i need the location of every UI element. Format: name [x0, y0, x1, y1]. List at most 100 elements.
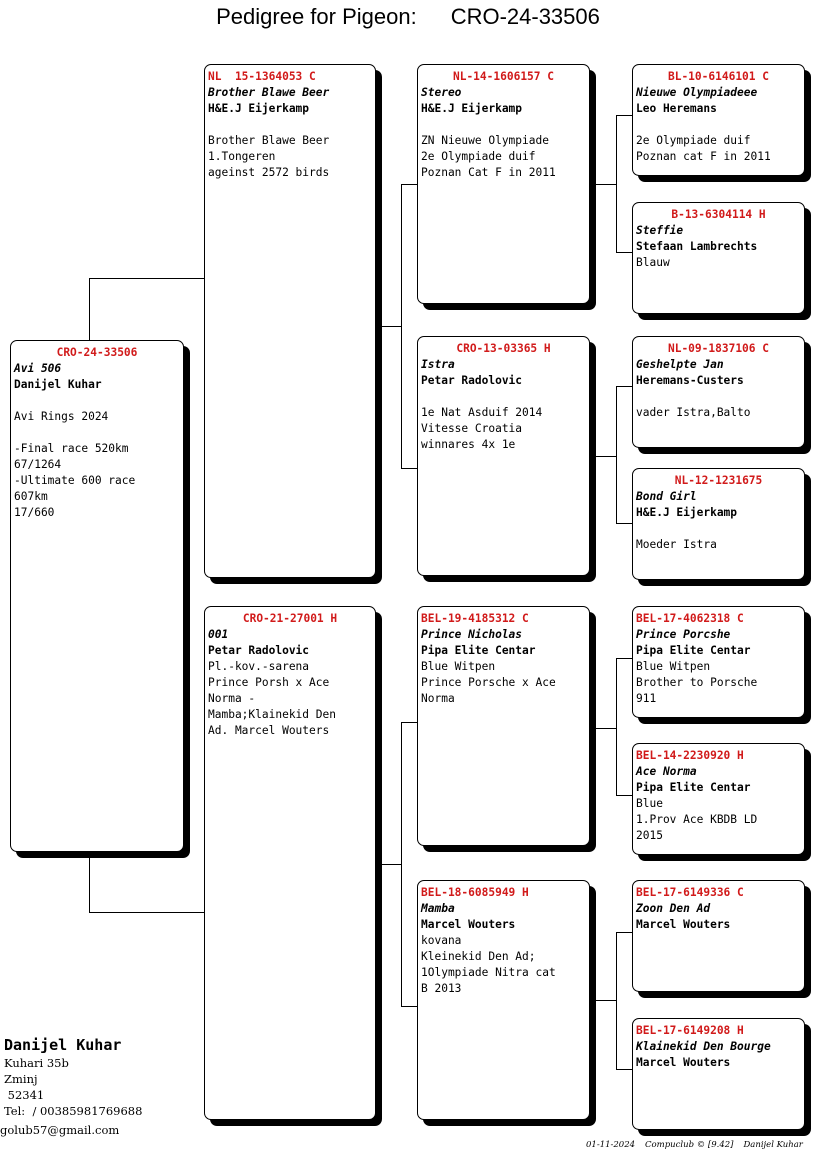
breeder-name: Danijel Kuhar [4, 1036, 122, 1054]
note-line: -Final race 520km [14, 442, 129, 455]
breeder-zip: 52341 [4, 1088, 45, 1102]
ring-number: BL-10-6146101 C [667, 70, 770, 83]
footer-software: Compuclub © [9.42] [645, 1140, 734, 1150]
note-line: Poznan Cat F in 2011 [421, 166, 556, 179]
pigeon-name: Brother Blawe Beer [208, 86, 330, 99]
connector-line [401, 184, 417, 185]
breeder-email[interactable]: golub57@gmail.com [0, 1123, 120, 1137]
note-line: Kleinekid Den Ad; [421, 950, 536, 963]
note-line [208, 117, 372, 133]
note-line: Prince Porsche x Ace [421, 676, 556, 689]
note-line: Brother Blawe Beer [208, 134, 330, 147]
note-line: vader Istra,Balto [636, 406, 751, 419]
note-line: ageinst 2572 birds [208, 166, 330, 179]
owner-name: H&E.J Eijerkamp [636, 506, 738, 519]
pigeon-name: Ace Norma [636, 765, 697, 778]
ring-number: CRO-21-27001 H [242, 612, 338, 625]
ring-number: NL-12-1231675 [674, 474, 763, 487]
ring-number: BEL-17-6149208 H [636, 1024, 744, 1037]
note-line [14, 425, 180, 441]
pigeon-name: Prince Nicholas [421, 628, 523, 641]
connector-line [376, 864, 401, 865]
title-ring: CRO-24-33506 [450, 4, 600, 29]
note-line: Mamba;Klainekid Den [208, 708, 336, 721]
owner-name: Marcel Wouters [636, 918, 731, 931]
ring-number: NL 15-1364053 C [208, 70, 316, 83]
connector-line [616, 523, 632, 524]
ring-number: CRO-13-03365 H [456, 342, 551, 355]
note-line: 1.Tongeren [208, 150, 276, 163]
pigeon-name: Zoon Den Ad [636, 902, 711, 915]
ring-number: BEL-14-2230920 H [636, 749, 744, 762]
note-line: 2e Olympiade duif [636, 134, 751, 147]
note-line [421, 117, 586, 133]
note-line: 2015 [636, 829, 663, 842]
ring-number: CRO-24-33506 [56, 346, 138, 359]
note-line: Avi Rings 2024 [14, 410, 109, 423]
note-line: Poznan cat F in 2011 [636, 150, 771, 163]
pigeon-name: Stereo [421, 86, 462, 99]
pigeon-name: Steffie [636, 224, 684, 237]
footer-author: Danijel Kuhar [743, 1140, 803, 1150]
connector-line [401, 722, 402, 1006]
owner-name: H&E.J Eijerkamp [208, 102, 310, 115]
note-line: 67/1264 [14, 458, 62, 471]
pigeon-name: Istra [421, 358, 455, 371]
connector-line [401, 1006, 417, 1007]
note-line: 607km [14, 490, 48, 503]
owner-name: Pipa Elite Centar [636, 781, 751, 794]
note-line [636, 117, 801, 133]
connector-line [590, 456, 616, 457]
owner-name: Stefaan Lambrechts [636, 240, 758, 253]
connector-line [616, 795, 632, 796]
connector-line [401, 184, 402, 468]
note-line [14, 393, 180, 409]
note-line: kovana [421, 934, 462, 947]
note-line [421, 389, 586, 405]
note-line: Ad. Marcel Wouters [208, 724, 330, 737]
pigeon-name: Mamba [421, 902, 455, 915]
ring-number: BEL-18-6085949 H [421, 886, 529, 899]
note-line: 1e Nat Asduif 2014 [421, 406, 543, 419]
pigeon-name: Klainekid Den Bourge [636, 1040, 771, 1053]
connector-line [616, 932, 617, 1069]
connector-line [616, 386, 632, 387]
note-line: Vitesse Croatia [421, 422, 523, 435]
note-line: Prince Porsh x Ace [208, 676, 330, 689]
note-line: 2e Olympiade duif [421, 150, 536, 163]
pedigree-card-dds[interactable]: BEL-17-6149336 C Zoon Den Ad Marcel Wouter… [632, 880, 805, 992]
breeder-address: Kuhari 35b [4, 1056, 69, 1070]
breeder-info: Danijel Kuhar Kuhari 35b Zminj 52341 Tel… [4, 1035, 142, 1119]
ring-number: BEL-17-6149336 C [636, 886, 744, 899]
pigeon-name: Nieuwe Olympiadeee [636, 86, 758, 99]
ring-number: NL-14-1606157 C [452, 70, 555, 83]
note-line: ZN Nieuwe Olympiade [421, 134, 549, 147]
owner-name: Pipa Elite Centar [421, 644, 536, 657]
connector-line [616, 932, 632, 933]
owner-name: Petar Radolovic [421, 374, 523, 387]
connector-line [616, 115, 632, 116]
note-line: Pl.-kov.-sarena [208, 660, 310, 673]
ring-number: NL-09-1837106 C [667, 342, 770, 355]
note-line: Brother to Porsche [636, 676, 758, 689]
note-line: -Ultimate 600 race [14, 474, 136, 487]
ring-number: B-13-6304114 H [671, 208, 766, 221]
connector-line [89, 278, 204, 279]
note-line: 1.Prov Ace KBDB LD [636, 813, 758, 826]
note-line: B 2013 [421, 982, 462, 995]
ring-number: BEL-19-4185312 C [421, 612, 529, 625]
